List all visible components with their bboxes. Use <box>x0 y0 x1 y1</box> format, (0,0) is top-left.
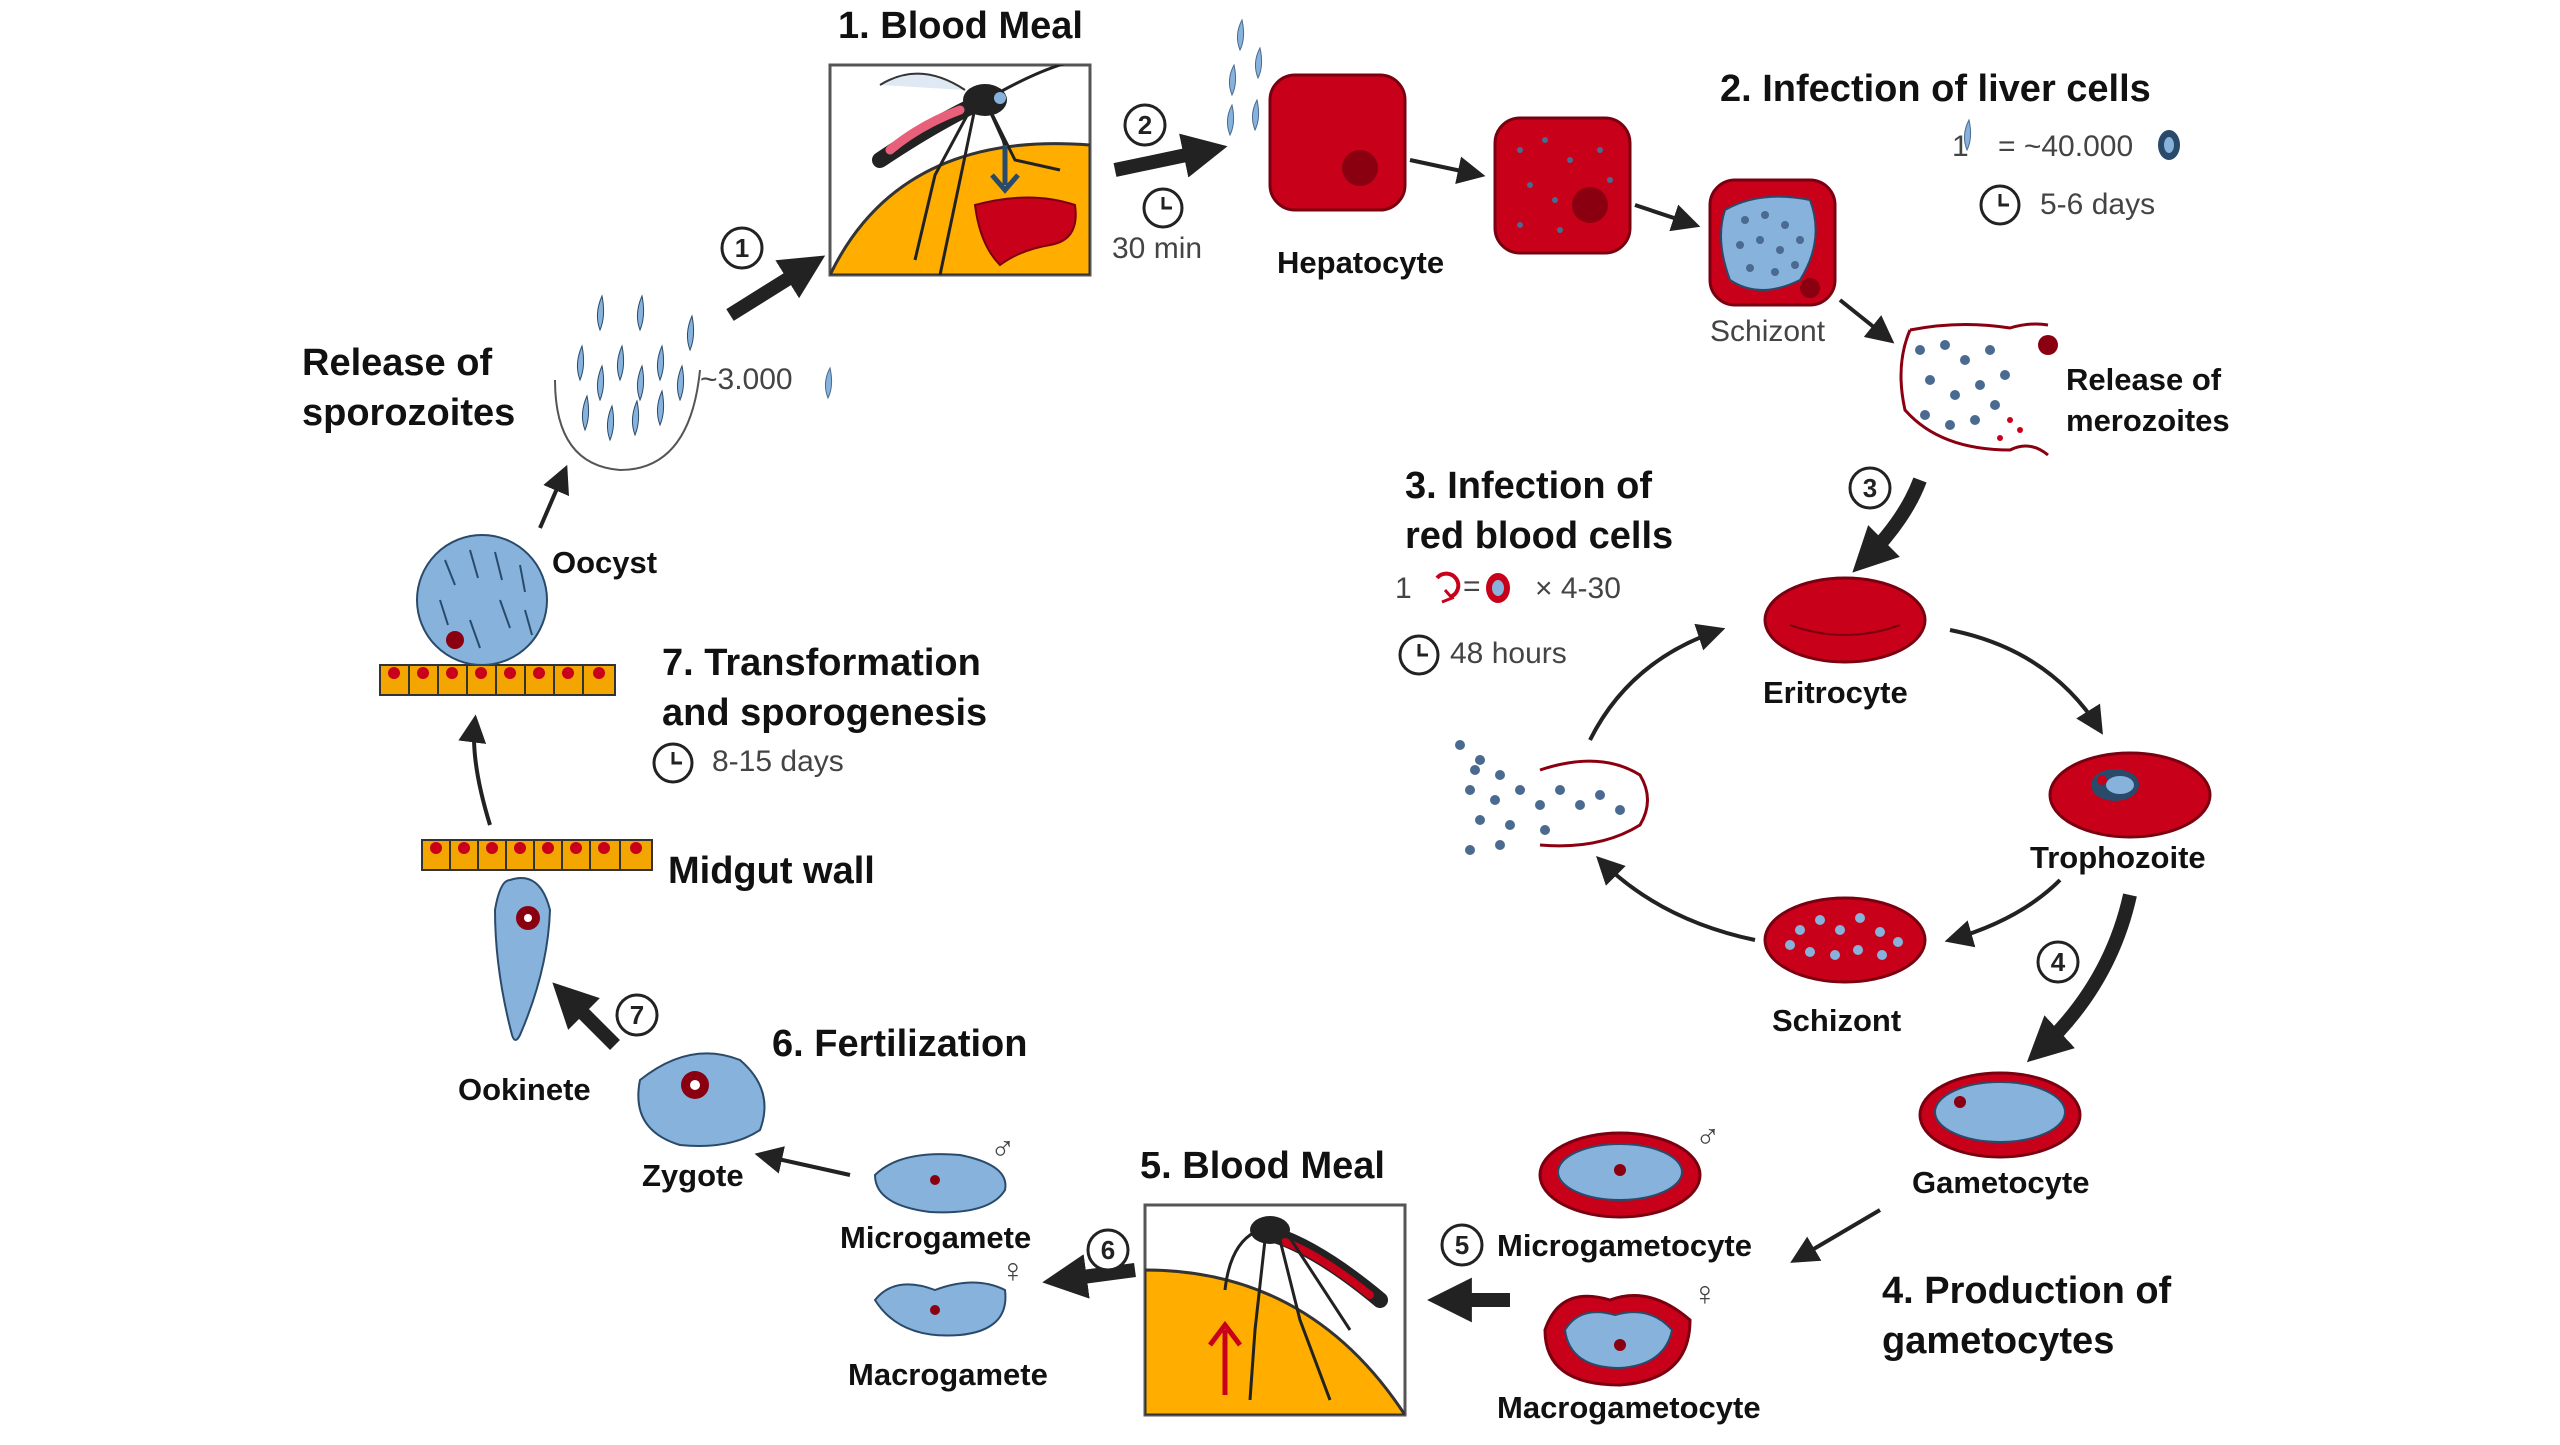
step-number-7: 7 <box>615 993 659 1037</box>
blood-schizont-label: Schizont <box>1772 1003 1902 1038</box>
clock-icon <box>1979 184 2021 226</box>
macrogamete-label: Macrogamete <box>848 1357 1048 1392</box>
male-symbol-gametocyte: ♂ <box>1695 1118 1721 1156</box>
svg-text:2: 2 <box>1138 110 1152 140</box>
mosquito-icon-5 <box>1223 1216 1388 1401</box>
rbc-multiplier: × 4-30 <box>1535 572 1621 605</box>
eritrocyte-cell <box>1763 576 1927 664</box>
release-sporozoites-label-2: sporozoites <box>302 392 516 434</box>
midgut-wall-label: Midgut wall <box>668 850 875 892</box>
step-number-5: 5 <box>1440 1223 1484 1267</box>
blood-cycle-time: 48 hours <box>1450 637 1567 670</box>
female-symbol-gametocyte: ♀ <box>1692 1275 1718 1313</box>
step-number-markers: 1 2 3 4 5 6 7 <box>615 103 2080 1272</box>
gametocyte-label: Gametocyte <box>1912 1165 2090 1200</box>
sporozoites-incoming <box>1226 18 1263 137</box>
microgamete-cell <box>873 1153 1007 1214</box>
merozoite-icon <box>824 118 2180 400</box>
rbc-count-prefix: 1 <box>1395 572 1412 605</box>
macrogamete-cell <box>873 1281 1007 1337</box>
clock-icon <box>652 742 694 784</box>
trophozoite-cell <box>2048 751 2212 839</box>
macrogametocyte-cell <box>1543 1294 1692 1387</box>
step3-title-2: red blood cells <box>1405 515 1674 557</box>
step-number-3: 3 <box>1848 466 1892 510</box>
hepatocyte-cell <box>1268 73 1407 212</box>
sporogenesis-time: 8-15 days <box>712 745 844 778</box>
svg-text:5: 5 <box>1455 1230 1469 1260</box>
svg-text:4: 4 <box>2051 947 2066 977</box>
step-number-1: 1 <box>720 226 764 270</box>
merozoite-release <box>1899 322 2058 457</box>
liver-count-yield: = ~40.000 <box>1998 130 2134 163</box>
step6-title: 6. Fertilization <box>772 1023 1028 1065</box>
thin-arrows <box>458 156 2103 1263</box>
male-symbol-gamete: ♂ <box>990 1130 1016 1168</box>
clock-icon <box>1142 187 1184 229</box>
step-number-4: 4 <box>2036 940 2080 984</box>
release-merozoites-label-2: merozoites <box>2066 403 2230 438</box>
step5-title: 5. Blood Meal <box>1140 1145 1385 1187</box>
liver-schizont-label: Schizont <box>1710 315 1826 348</box>
liver-entry-time: 30 min <box>1112 232 1203 265</box>
ookinete-label: Ookinete <box>458 1072 591 1107</box>
blood-schizont-cell <box>1763 896 1927 984</box>
step7-title-1: 7. Transformation <box>662 642 981 684</box>
liver-stage-time: 5-6 days <box>2040 188 2156 221</box>
macrogametocyte-label: Macrogametocyte <box>1497 1390 1761 1425</box>
blood-meal-panel-1 <box>828 63 1092 277</box>
svg-text:7: 7 <box>630 1000 644 1030</box>
merozoite-burst <box>1455 740 1649 855</box>
step3-title-1: 3. Infection of <box>1405 465 1652 507</box>
eritrocyte-label: Eritrocyte <box>1763 675 1908 710</box>
step-number-2: 2 <box>1123 103 1167 147</box>
microgametocyte-label: Microgametocyte <box>1497 1228 1752 1263</box>
clock-icons <box>652 184 2021 784</box>
hepatocyte-label: Hepatocyte <box>1277 245 1445 280</box>
liver-schizont-cell <box>1708 178 1837 307</box>
midgut-wall-upper <box>379 664 616 696</box>
trophozoite-label: Trophozoite <box>2030 840 2206 875</box>
zygote-label: Zygote <box>642 1158 744 1193</box>
svg-text:1: 1 <box>735 233 749 263</box>
oocyst-label: Oocyst <box>552 545 658 580</box>
midgut-wall-lower <box>421 839 653 871</box>
step4-title-2: gametocytes <box>1882 1320 2115 1362</box>
svg-text:3: 3 <box>1863 473 1877 503</box>
step1-title: 1. Blood Meal <box>838 5 1083 47</box>
step2-title: 2. Infection of liver cells <box>1720 68 2151 110</box>
oocyst-cell <box>416 534 548 666</box>
liver-icon <box>973 196 1077 267</box>
gametocyte-cell <box>1918 1071 2082 1159</box>
microgamete-label: Microgamete <box>840 1220 1032 1255</box>
sporozoite-count: ~3.000 <box>700 363 793 396</box>
release-merozoites-label-1: Release of <box>2066 362 2222 397</box>
zygote-cell <box>637 1052 766 1147</box>
female-symbol-gamete: ♀ <box>1000 1252 1026 1290</box>
svg-text:6: 6 <box>1101 1235 1115 1265</box>
blood-meal-panel-5 <box>1143 1203 1407 1417</box>
hepatocyte-infected <box>1493 116 1632 255</box>
step-number-6: 6 <box>1086 1228 1130 1272</box>
liver-count-prefix: 1 <box>1952 130 1969 163</box>
release-sporozoites-label-1: Release of <box>302 342 493 384</box>
step4-title-1: 4. Production of <box>1882 1270 2172 1312</box>
cycle-icon <box>1435 571 1510 604</box>
ookinete-cell <box>493 877 552 1041</box>
mosquito-icon <box>872 65 1065 275</box>
thick-arrows <box>552 133 2137 1323</box>
rbc-count-equals: = <box>1463 570 1481 603</box>
clock-icon <box>1398 634 1440 676</box>
sporozoite-release <box>554 294 701 472</box>
microgametocyte-cell <box>1538 1131 1702 1219</box>
step7-title-2: and sporogenesis <box>662 692 988 734</box>
